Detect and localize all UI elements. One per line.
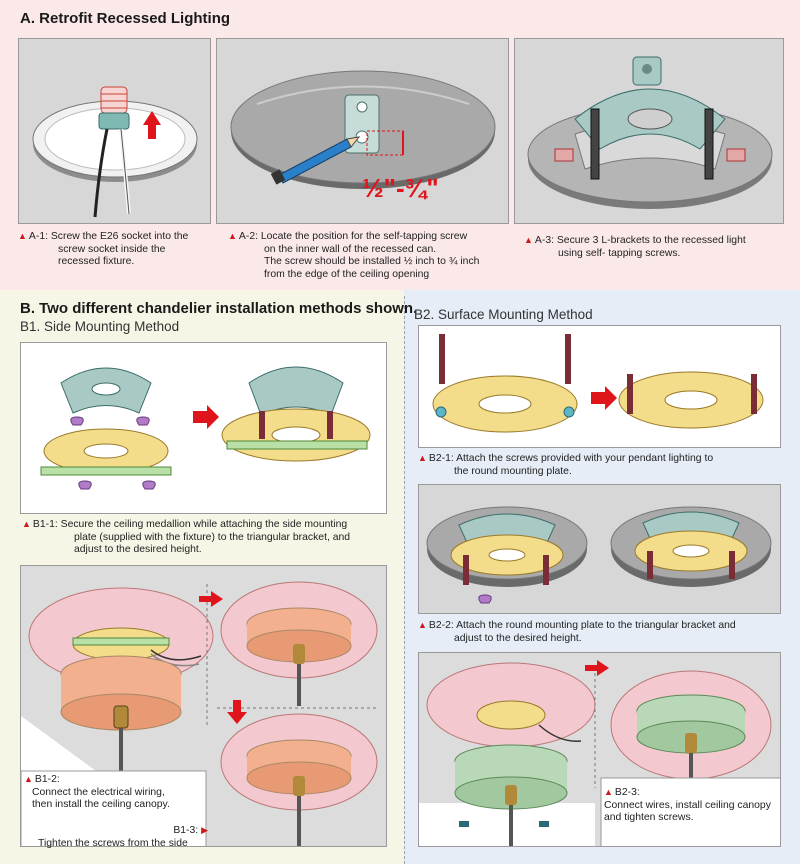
pencil-icon [270, 136, 361, 185]
section-a-title: A. Retrofit Recessed Lighting [20, 10, 231, 27]
panel-a3 [514, 38, 784, 224]
wing-nut-icon [70, 416, 156, 490]
red-triangle-marker-icon: ▲ [418, 620, 427, 630]
caption-b1-1: ▲B1-1: Secure the ceiling medallion whil… [22, 519, 351, 556]
panel-a2: ½"-¾" [216, 38, 509, 224]
red-triangle-marker-icon: ▲ [24, 774, 33, 784]
caption-b1-3: B1-3: ▶ Tighten the screws from the side [38, 825, 208, 849]
red-triangle-marker-icon: ▶ [201, 825, 208, 835]
red-triangle-marker-icon: ▲ [22, 519, 31, 529]
b1-subtitle: B1. Side Mounting Method [20, 319, 180, 334]
b2-subtitle: B2. Surface Mounting Method [414, 307, 593, 322]
panel-b2-1 [418, 325, 781, 448]
panel-b2-2 [418, 484, 781, 614]
caption-b2-2: ▲B2-2: Attach the round mounting plate t… [418, 620, 736, 644]
arrow-right-icon [193, 405, 219, 429]
caption-b2-3: ▲B2-3: Connect wires, install ceiling ca… [604, 787, 771, 824]
panel-b2-3 [418, 652, 781, 847]
caption-b1-2: ▲B1-2: Connect the electrical wiring, th… [24, 774, 170, 811]
caption-b2-1: ▲B2-1: Attach the screws provided with y… [418, 453, 714, 477]
caption-a3: ▲A-3: Secure 3 L-brackets to the recesse… [524, 235, 746, 259]
measurement-label: ½"-¾" [362, 173, 439, 203]
panel-b1-1 [20, 342, 387, 514]
section-b-title: B. Two different chandelier installation… [20, 300, 418, 317]
red-triangle-marker-icon: ▲ [18, 231, 27, 241]
caption-a1: ▲A-1: Screw the E26 socket into the scre… [18, 231, 189, 268]
red-triangle-marker-icon: ▲ [228, 231, 237, 241]
caption-a2: ▲A-2: Locate the position for the self-t… [228, 231, 480, 280]
panel-a1 [18, 38, 211, 224]
panel-b1-2 [20, 565, 387, 847]
screw-icon [590, 108, 714, 180]
arrow-up-icon [143, 111, 161, 139]
arrow-down-icon [227, 700, 247, 724]
red-triangle-marker-icon: ▲ [604, 787, 613, 797]
red-triangle-marker-icon: ▲ [524, 235, 533, 245]
section-divider [404, 296, 405, 864]
e26-socket-icon [98, 86, 130, 130]
red-triangle-marker-icon: ▲ [418, 453, 427, 463]
